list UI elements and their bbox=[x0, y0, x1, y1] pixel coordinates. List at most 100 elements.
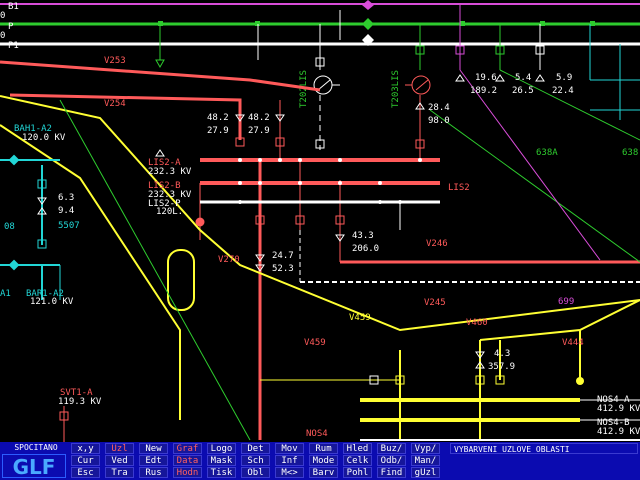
cmd-button-rum[interactable]: Rum bbox=[309, 443, 338, 454]
small-label-638: 638 bbox=[622, 148, 638, 158]
cmd-button-man[interactable]: Man/ bbox=[411, 455, 440, 466]
measurement-top-1: 19.6 189.2 bbox=[470, 73, 497, 96]
lines-400kv[interactable] bbox=[0, 95, 640, 440]
lis2-breakers[interactable] bbox=[195, 137, 345, 227]
cmd-button-m[interactable]: M<> bbox=[275, 467, 304, 478]
cmd-button-uzl[interactable]: Uzl bbox=[105, 443, 134, 454]
bus-label-b1: B1 bbox=[8, 2, 19, 12]
cmd-button-mask[interactable]: Mask bbox=[207, 455, 236, 466]
line-green-diagonal[interactable] bbox=[59, 99, 251, 441]
cmd-button-graf[interactable]: Graf bbox=[173, 443, 202, 454]
nos4-bus-a-kv: 412.9 KV bbox=[597, 404, 640, 414]
transformer-t202[interactable] bbox=[313, 75, 340, 150]
small-label-699: 699 bbox=[558, 297, 574, 307]
transformer-label-t203: T203LIS bbox=[391, 70, 401, 108]
lis2-bus-b-name: LIS2-B bbox=[148, 181, 181, 191]
bus-junction-markers bbox=[158, 0, 595, 46]
cmd-button-rus[interactable]: Rus bbox=[139, 467, 168, 478]
left-code-2: 0 bbox=[0, 31, 5, 41]
nos4-busbars[interactable] bbox=[360, 375, 640, 441]
measurement-bah: 6.3 9.4 5507 bbox=[58, 193, 80, 231]
cmd-button-data[interactable]: Data bbox=[173, 455, 202, 466]
lis2-bus-nodes bbox=[238, 158, 422, 204]
cmd-button-obl[interactable]: Obl bbox=[241, 467, 270, 478]
nos4-bus-b-kv: 412.9 KV bbox=[597, 427, 640, 437]
line-638[interactable] bbox=[499, 69, 640, 141]
cmd-button-vyp[interactable]: Vyp/ bbox=[411, 443, 440, 454]
line-label-v254: V254 bbox=[104, 99, 126, 109]
small-label-v459: V459 bbox=[349, 313, 371, 323]
measurement-v254-2: 48.2 27.9 bbox=[248, 113, 270, 136]
svg-text:27.9: 27.9 bbox=[248, 126, 270, 136]
svt-name: SVT1-A bbox=[60, 388, 93, 398]
glf-logo[interactable]: GLF bbox=[2, 454, 66, 479]
svg-text:9.4: 9.4 bbox=[58, 206, 74, 216]
small-label-638a: 638A bbox=[536, 148, 558, 158]
cmd-button-hled[interactable]: Hled bbox=[343, 443, 372, 454]
cmd-button-ved[interactable]: Ved bbox=[105, 455, 134, 466]
lis2-station-name: LIS2 bbox=[448, 183, 470, 193]
bar-kv: 121.0 KV bbox=[30, 297, 74, 307]
cmd-button-guzl[interactable]: gUzl bbox=[411, 467, 440, 478]
cmd-button-hodn[interactable]: Hodn bbox=[173, 467, 202, 478]
svg-text:4.3: 4.3 bbox=[494, 349, 510, 359]
cmd-button-esc[interactable]: Esc bbox=[71, 467, 100, 478]
cmd-button-odb[interactable]: Odb/ bbox=[377, 455, 406, 466]
cmd-button-buz[interactable]: Buz/ bbox=[377, 443, 406, 454]
command-toolbar: SPOCITANO GLF x,y Uzl New Graf Logo Det Mov Rum… bbox=[0, 442, 640, 480]
line-label-v246: V246 bbox=[426, 239, 448, 249]
lines-110kv[interactable] bbox=[0, 154, 61, 300]
left-code-1: 0 bbox=[0, 11, 5, 21]
status-message: VYBARVENI UZLOVE OBLASTI bbox=[450, 443, 638, 454]
svt-feeder[interactable] bbox=[59, 406, 69, 442]
cmd-button-mov[interactable]: Mov bbox=[275, 443, 304, 454]
lis2-bus-p-kv: 120L. bbox=[156, 207, 183, 217]
line-label-v459: V459 bbox=[304, 338, 326, 348]
cmd-button-new[interactable]: New bbox=[139, 443, 168, 454]
line-699[interactable] bbox=[459, 69, 601, 261]
cmd-button-mode[interactable]: Mode bbox=[309, 455, 338, 466]
bah-kv: 120.0 KV bbox=[22, 133, 66, 143]
cmd-button-x-y[interactable]: x,y bbox=[71, 443, 100, 454]
svg-text:28.4: 28.4 bbox=[428, 103, 450, 113]
cmd-button-celk[interactable]: Celk bbox=[343, 455, 372, 466]
top-feeders[interactable] bbox=[155, 4, 640, 120]
nos4-bus-b-name: NOS4-B bbox=[597, 418, 630, 428]
cmd-button-find[interactable]: Find bbox=[377, 467, 406, 478]
network-scheme[interactable]: B1 P P1 0 0 bbox=[0, 0, 640, 442]
cmd-button-edt[interactable]: Edt bbox=[139, 455, 168, 466]
line-label-v444: V444 bbox=[562, 338, 584, 348]
left-code-08: 08 bbox=[4, 222, 15, 232]
svg-text:24.7: 24.7 bbox=[272, 251, 294, 261]
cmd-button-tisk[interactable]: Tisk bbox=[207, 467, 236, 478]
svg-text:357.9: 357.9 bbox=[488, 362, 515, 372]
svg-text:26.5: 26.5 bbox=[512, 86, 534, 96]
cmd-button-det[interactable]: Det bbox=[241, 443, 270, 454]
svg-text:206.0: 206.0 bbox=[352, 244, 379, 254]
line-label-v245: V245 bbox=[424, 298, 446, 308]
bah-name: BAH1-A2 bbox=[14, 124, 52, 134]
line-label-v460: V460 bbox=[466, 318, 488, 328]
svg-text:22.4: 22.4 bbox=[552, 86, 574, 96]
bus-label-p: P bbox=[8, 22, 14, 32]
measurement-t203: 28.4 98.0 bbox=[428, 103, 450, 126]
cmd-button-sch[interactable]: Sch bbox=[241, 455, 270, 466]
cmd-button-pohl[interactable]: Pohl bbox=[343, 467, 372, 478]
system-status: SPOCITANO bbox=[14, 443, 58, 452]
line-label-v253: V253 bbox=[104, 56, 126, 66]
cmd-button-tra[interactable]: Tra bbox=[105, 467, 134, 478]
cmd-button-barv[interactable]: Barv bbox=[309, 467, 338, 478]
cmd-button-logo[interactable]: Logo bbox=[207, 443, 236, 454]
line-638a[interactable] bbox=[429, 109, 640, 263]
svg-text:52.3: 52.3 bbox=[272, 264, 294, 274]
bar-side: A1 bbox=[0, 289, 11, 299]
bar-name: BAR1-A2 bbox=[26, 289, 64, 299]
lis2-bus-b-kv: 232.3 KV bbox=[148, 190, 192, 200]
bus-label-p1: P1 bbox=[8, 41, 19, 51]
cmd-button-cur[interactable]: Cur bbox=[71, 455, 100, 466]
svg-text:5.4: 5.4 bbox=[515, 73, 531, 83]
svg-text:48.2: 48.2 bbox=[207, 113, 229, 123]
measurement-top-2: 5.4 26.5 bbox=[512, 73, 534, 96]
transformer-t203[interactable] bbox=[405, 75, 431, 160]
cmd-button-inf[interactable]: Inf bbox=[275, 455, 304, 466]
